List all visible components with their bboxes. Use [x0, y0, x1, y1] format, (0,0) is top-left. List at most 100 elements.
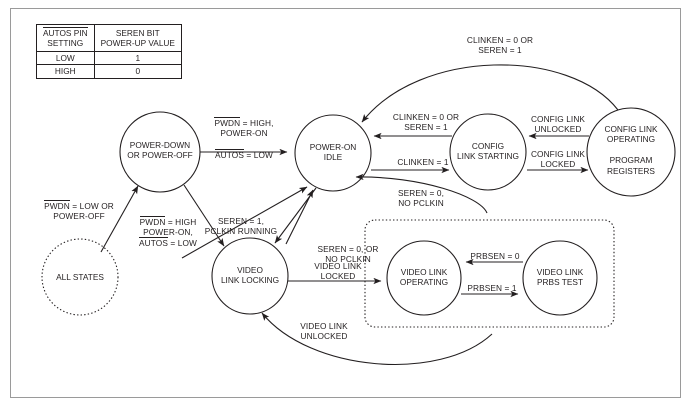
state-label-video-link-operating-line2: OPERATING — [399, 277, 449, 288]
autos-pin-table: AUTOS PIN SETTING SEREN BIT POWER-UP VAL… — [36, 24, 182, 79]
transition-label-videobox-to-poweronidle: SEREN = 0, NO PCLKIN — [366, 188, 476, 208]
state-label-video-link-prbs-test: VIDEO LINK PRBS TEST — [510, 267, 610, 288]
table-row: LOW 1 — [36, 50, 182, 66]
state-label-config-link-starting: CONFIG LINK STARTING — [438, 141, 538, 162]
transition-label-configstarting-to-poweronidle-line2: SEREN = 1 — [404, 122, 448, 133]
edge-poweronidle-to-videolinklocking — [274, 187, 317, 244]
state-label-config-link-starting-line1: CONFIG — [471, 141, 505, 151]
state-label-all-states-line1: ALL STATES — [56, 272, 104, 282]
transition-label-videobox-to-videolocking: VIDEO LINK UNLOCKED — [274, 321, 374, 341]
transition-label-powerdown-to-poweronidle-line2: POWER-ON — [220, 128, 268, 139]
table-header-seren-bit-line2: POWER-UP VALUE — [100, 37, 175, 48]
transition-label-videolocking-to-videooperating-line2: LOCKED — [320, 271, 356, 282]
table-cell-setting-high: HIGH — [36, 64, 95, 79]
transition-label-videooperating-to-prbs-line1: PRBSEN = 1 — [467, 283, 517, 293]
transition-label-configstarting-to-configoperating-line1: CONFIG LINK — [530, 149, 586, 159]
table-header-seren-bit: SEREN BIT POWER-UP VALUE — [93, 24, 182, 52]
transition-label-videolocking-to-videooperating-line1: VIDEO LINK — [314, 261, 362, 271]
transition-label-configstarting-to-poweronidle-line1: CLINKEN = 0 OR — [392, 112, 460, 122]
transition-powerdown-pwdn-rest: = HIGH, — [240, 118, 274, 128]
state-circle-video-link-operating — [386, 240, 462, 316]
table-header-row: AUTOS PIN SETTING SEREN BIT POWER-UP VAL… — [36, 24, 182, 52]
state-label-config-link-operating-line2: OPERATING — [606, 134, 656, 145]
edge-allstates-to-poweronidle — [181, 186, 308, 259]
table-cell-value-high: 0 — [93, 64, 182, 79]
state-label-config-link-operating: CONFIG LINK OPERATING PROGRAM REGISTERS — [581, 124, 681, 176]
transition-label-configoperating-to-configstarting: CONFIG LINK UNLOCKED — [513, 114, 603, 134]
transition-label-configoperating-to-poweronidle-line1: CLINKEN = 0 OR — [466, 35, 534, 45]
state-label-config-link-starting-line2: LINK STARTING — [457, 151, 519, 162]
transition-label-videobox-to-poweronidle-line1: SEREN = 0, — [398, 188, 444, 198]
transition-label-poweronidle-to-configstarting-line1: CLINKEN = 1 — [397, 157, 449, 167]
transition-label-configoperating-to-configstarting-line1: CONFIG LINK — [530, 114, 586, 124]
state-circle-video-link-prbs-test — [522, 240, 598, 316]
edge-videolinklocking-to-poweronidle — [285, 189, 314, 245]
state-label-video-link-locking-line1: VIDEO — [237, 265, 263, 275]
overline-autos: AUTOS — [215, 148, 244, 160]
transition-label-poweronidle-to-videolocking: SEREN = 0, OR NO PCLKIN — [293, 244, 403, 264]
transition-label-allstates-to-powerdown: PWDN = LOW OR POWER-OFF — [14, 200, 144, 221]
state-label-video-link-locking: VIDEO LINK LOCKING — [200, 265, 300, 286]
transition-label-allstates-to-poweronidle-line2: POWER-ON, — [143, 227, 193, 238]
transition-label-configoperating-to-poweronidle-line2: SEREN = 1 — [478, 45, 522, 56]
transition-label-prbs-to-videooperating: PRBSEN = 0 — [450, 251, 540, 261]
table-row: HIGH 0 — [36, 64, 182, 79]
transition-label-configstarting-to-configoperating: CONFIG LINK LOCKED — [513, 149, 603, 169]
state-label-power-down-line2: OR POWER-OFF — [127, 150, 193, 161]
transition-label-configoperating-to-configstarting-line2: UNLOCKED — [534, 124, 582, 135]
edge-videobox-to-poweronidle — [355, 173, 488, 214]
table-header-seren-bit-line1: SEREN BIT — [115, 27, 160, 38]
state-label-power-on-idle: POWER-ON IDLE — [283, 142, 383, 163]
transition-label-configoperating-to-poweronidle: CLINKEN = 0 OR SEREN = 1 — [420, 35, 580, 55]
transition-allstates-pwdn-rest: = HIGH — [165, 217, 197, 227]
state-label-video-link-locking-line2: LINK LOCKING — [220, 275, 280, 286]
transition-label-poweronidle-to-videolocking-line2: NO PCLKIN — [325, 254, 371, 265]
edge-videobox-to-videolinklocking — [261, 312, 493, 365]
transition-label-videooperating-to-prbs: PRBSEN = 1 — [447, 283, 537, 293]
state-circle-power-on-idle — [294, 114, 372, 192]
state-circle-video-link-locking — [211, 237, 289, 315]
transition-powerdown-autos-rest: = LOW — [243, 149, 273, 160]
table-cell-value-low: 1 — [93, 50, 182, 66]
transition-label-configstarting-to-configoperating-line2: LOCKED — [540, 159, 576, 170]
state-label-all-states: ALL STATES — [30, 272, 130, 282]
state-label-video-link-prbs-test-line2: PRBS TEST — [537, 277, 583, 288]
state-circle-config-link-operating — [586, 107, 676, 197]
transition-label-videolocking-to-powerdown-line2: PCLKIN RUNNING — [204, 226, 278, 237]
transition-label-allstates-to-powerdown-rest: = LOW OR — [69, 201, 114, 211]
state-label-video-link-operating-line1: VIDEO LINK — [400, 267, 448, 277]
edge-allstates-to-powerdown — [100, 185, 139, 253]
table-header-autos-pin: AUTOS PIN SETTING — [36, 24, 95, 52]
transition-label-prbs-to-videooperating-line1: PRBSEN = 0 — [470, 251, 520, 261]
overline-pwdn: PWDN — [139, 216, 166, 227]
video-link-group-box — [364, 219, 615, 328]
state-label-config-link-operating-line3: PROGRAM — [609, 155, 653, 166]
transition-allstates-autos-rest: = LOW — [167, 238, 197, 249]
overline-pwdn: PWDN — [214, 117, 241, 128]
state-label-config-link-operating-line1: CONFIG LINK — [604, 124, 658, 134]
transition-label-videolocking-to-videooperating: VIDEO LINK LOCKED — [293, 261, 383, 281]
transition-label-videolocking-to-powerdown-line1: SEREN = 1, — [218, 216, 264, 226]
state-label-power-down: POWER-DOWN OR POWER-OFF — [110, 140, 210, 161]
overline-autos: AUTOS — [139, 237, 168, 249]
table-header-autos-pin-line2: SETTING — [47, 38, 84, 49]
state-label-power-on-idle-line1: POWER-ON — [309, 142, 357, 152]
transition-label-videobox-to-videolocking-line2: UNLOCKED — [300, 331, 348, 342]
state-label-video-link-prbs-test-line1: VIDEO LINK — [536, 267, 584, 277]
transition-label-poweronidle-to-configstarting: CLINKEN = 1 — [368, 157, 478, 167]
edge-powerdown-to-videolinklocking — [183, 184, 225, 247]
state-label-power-down-line1: POWER-DOWN — [129, 140, 191, 150]
transition-label-videobox-to-poweronidle-line2: NO PCLKIN — [398, 198, 444, 209]
transition-label-videobox-to-videolocking-line1: VIDEO LINK — [300, 321, 348, 331]
state-circle-all-states — [41, 238, 119, 316]
transition-label-videolocking-to-powerdown: SEREN = 1, PCLKIN RUNNING — [181, 216, 301, 236]
transition-label-powerdown-to-poweronidle: PWDN = HIGH, POWER-ON AUTOS = LOW — [183, 117, 305, 160]
transition-label-allstates-to-poweronidle: PWDN = HIGH POWER-ON, AUTOS = LOW — [108, 216, 228, 249]
state-circle-config-link-starting — [449, 113, 527, 191]
table-cell-setting-low: LOW — [36, 50, 95, 66]
state-label-power-on-idle-line2: IDLE — [323, 152, 343, 163]
transition-label-configstarting-to-poweronidle: CLINKEN = 0 OR SEREN = 1 — [367, 112, 485, 132]
table-header-autos-pin-line1: AUTOS PIN — [43, 27, 88, 38]
